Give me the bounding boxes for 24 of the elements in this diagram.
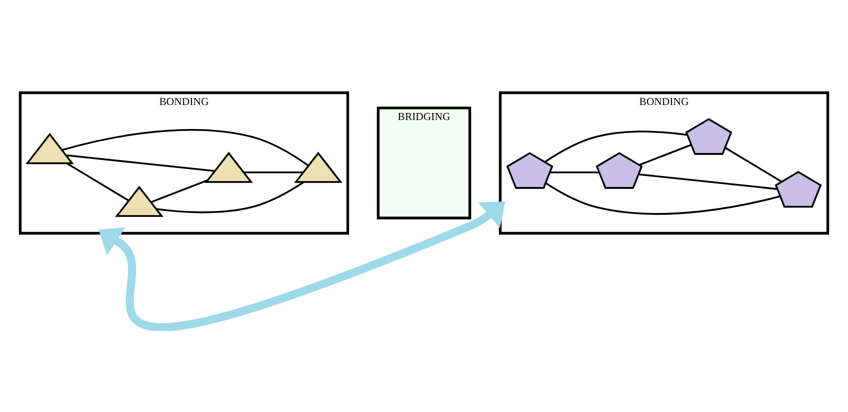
connector xyxy=(638,172,778,190)
connector xyxy=(62,128,309,166)
connector xyxy=(156,180,304,213)
arrow xyxy=(98,200,506,330)
node-pentagon xyxy=(774,170,822,208)
connector xyxy=(724,146,782,182)
connector xyxy=(639,144,692,166)
connector xyxy=(545,182,780,214)
node-pentagon xyxy=(685,118,732,154)
connector xyxy=(66,162,130,201)
connector xyxy=(150,178,208,202)
node-triangle xyxy=(26,132,74,164)
node-triangle xyxy=(294,151,342,182)
node-triangle xyxy=(115,185,164,216)
connector xyxy=(550,170,599,173)
node-box: BRIDGING xyxy=(376,106,472,219)
node-pentagon xyxy=(506,152,554,188)
cluster: BONDING xyxy=(498,90,830,234)
connector xyxy=(66,154,215,172)
node-triangle xyxy=(204,151,253,182)
connector xyxy=(544,130,688,162)
node-pentagon xyxy=(596,152,643,188)
connector xyxy=(244,170,304,173)
cluster: BONDING xyxy=(18,90,350,234)
